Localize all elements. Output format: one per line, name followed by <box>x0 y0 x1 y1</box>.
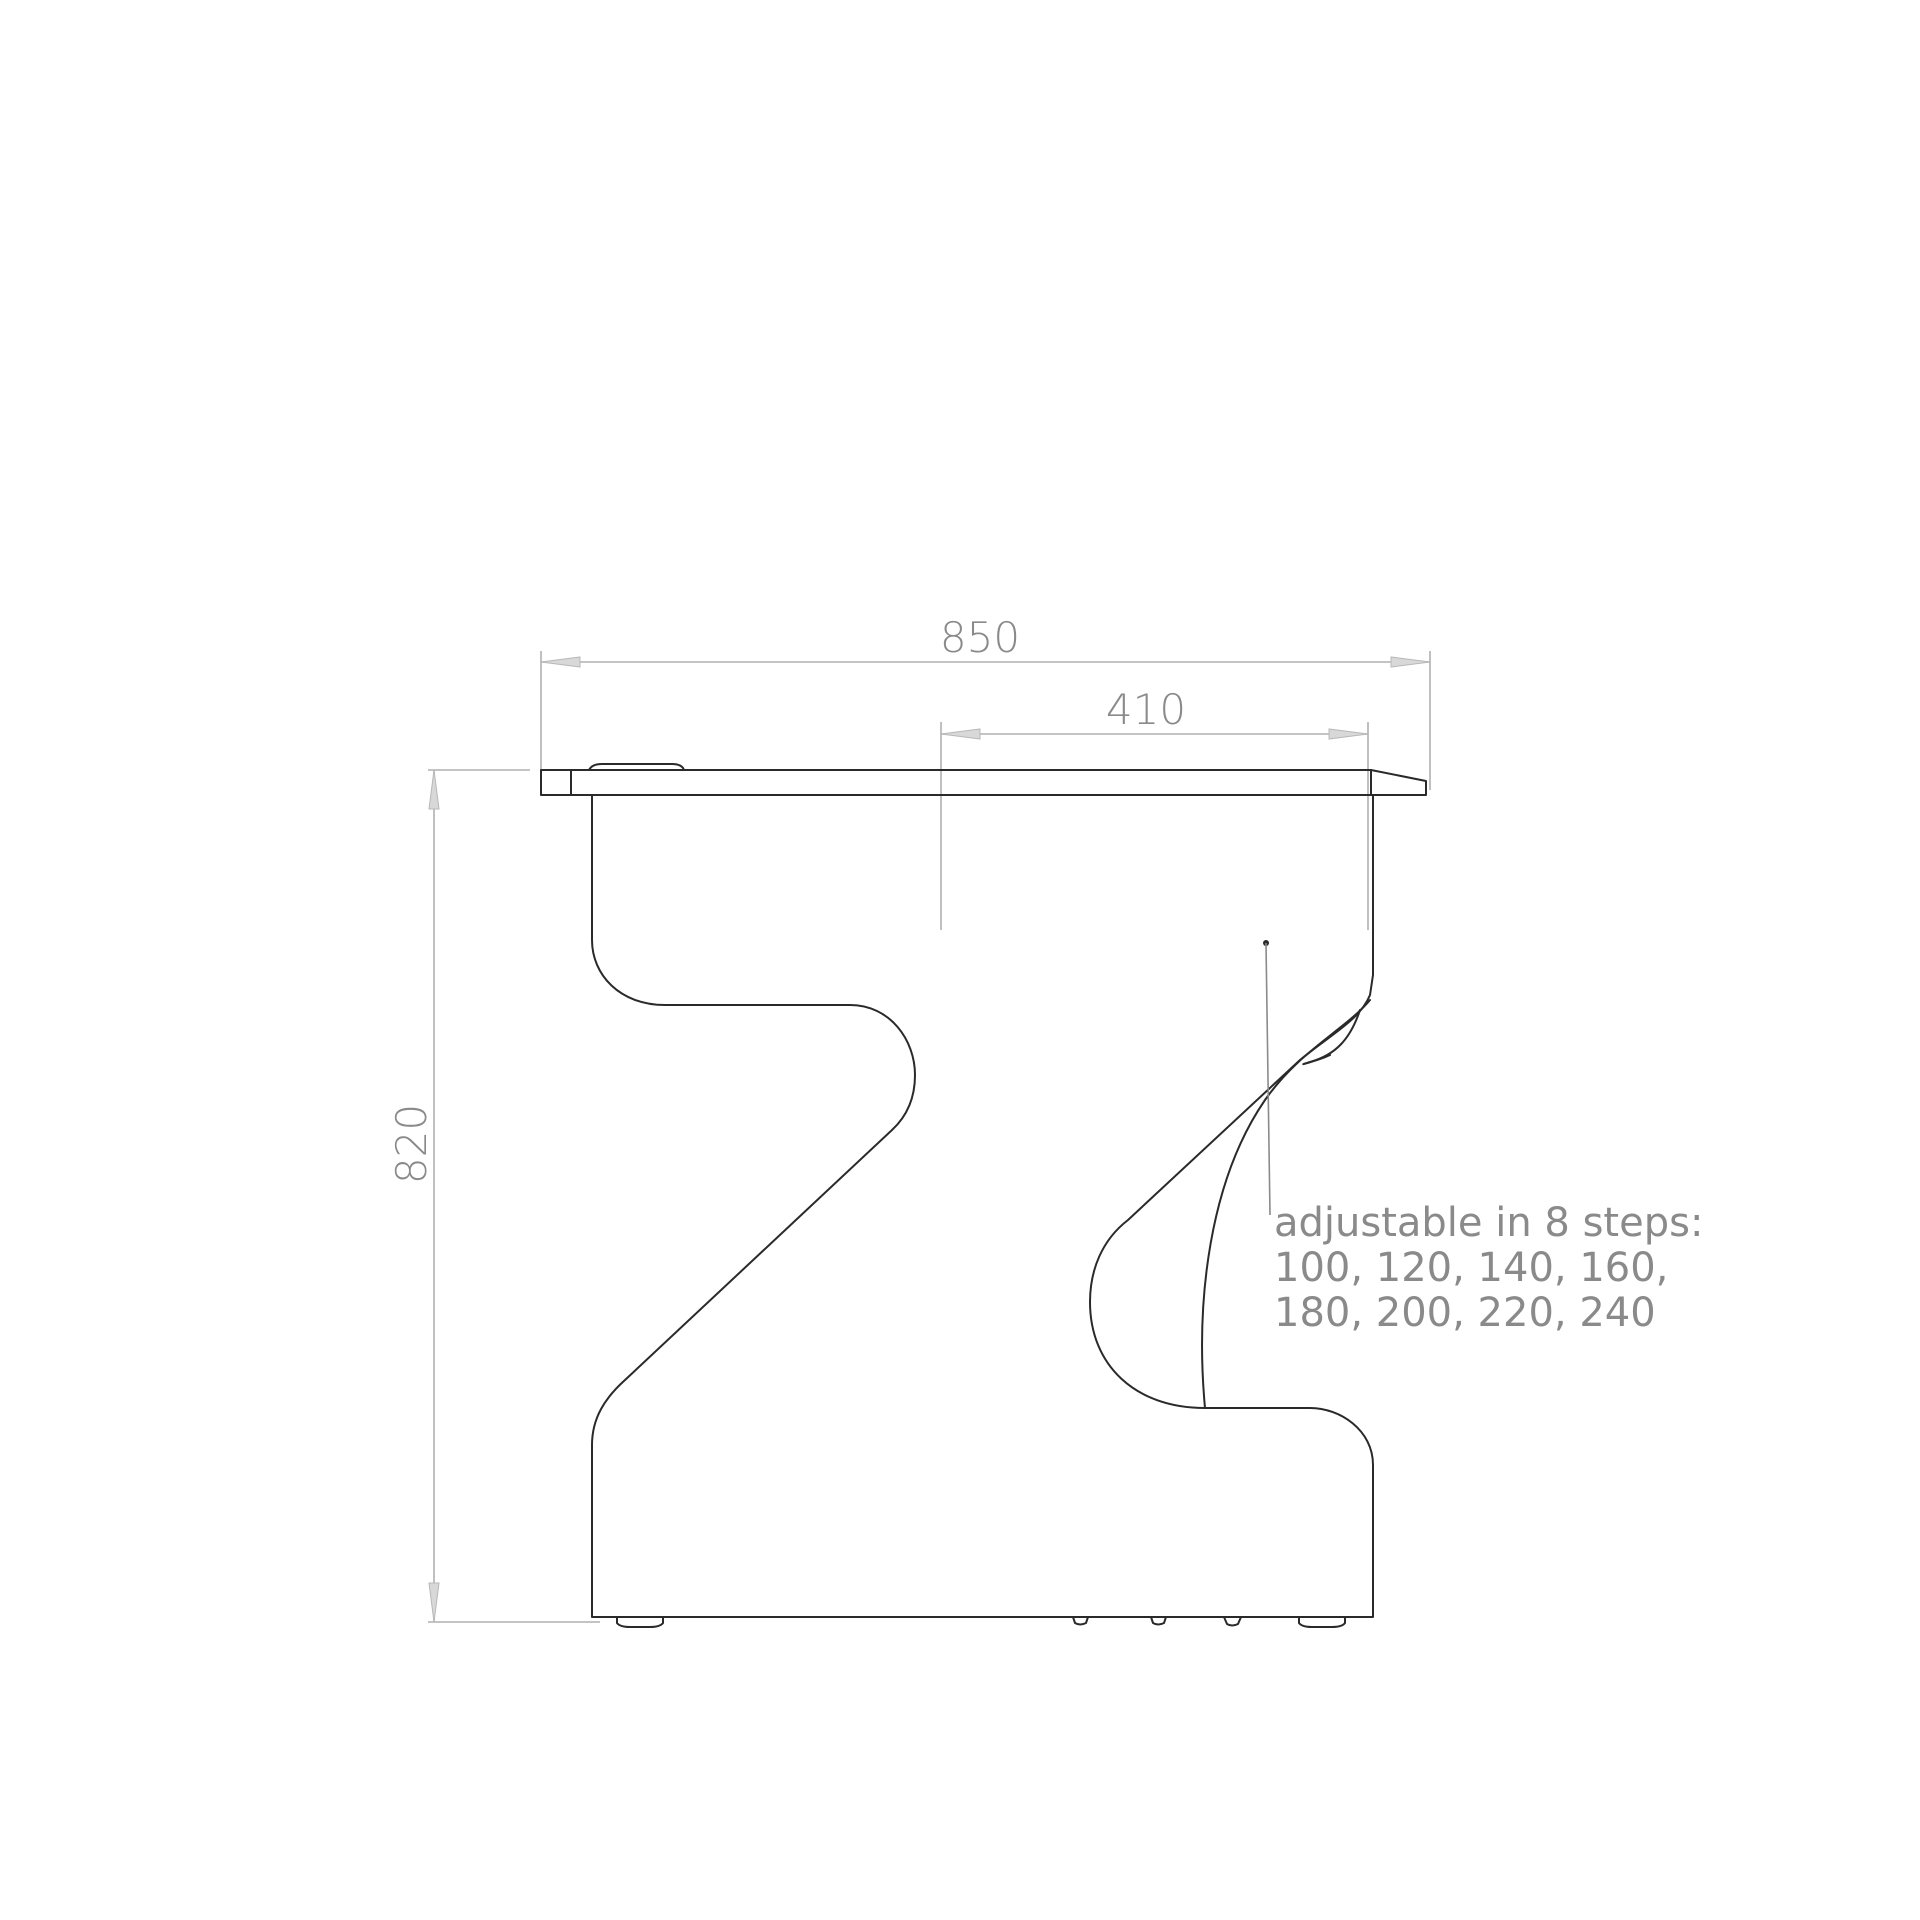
foot-mid-1 <box>1072 1616 1089 1626</box>
z-shaped-base <box>591 794 1374 1618</box>
arrow-left-410 <box>940 728 981 740</box>
foot-right <box>1298 1616 1346 1628</box>
base-adjuster-bulge <box>1302 1009 1361 1066</box>
base-outline <box>591 794 1374 1618</box>
dimension-height: 820 <box>387 769 600 1623</box>
table-top <box>540 763 1427 796</box>
note-leader <box>1263 940 1271 1216</box>
foot-left <box>616 1616 664 1628</box>
arrow-right-410 <box>1328 728 1369 740</box>
arrow-bottom-820 <box>428 1582 440 1623</box>
leader-line <box>1265 942 1271 1216</box>
dimension-overall-width: 850 <box>540 613 1431 790</box>
note-line-1: adjustable in 8 steps: <box>1274 1200 1703 1246</box>
note-line-3: 180, 200, 220, 240 <box>1274 1290 1656 1336</box>
dimension-label-820: 820 <box>387 1104 436 1184</box>
dimension-label-410: 410 <box>1106 685 1186 734</box>
foot-mid-3 <box>1223 1616 1242 1627</box>
table-top-grommet <box>588 763 685 771</box>
foot-mid-2 <box>1150 1616 1167 1626</box>
dimension-partial-width: 410 <box>940 685 1369 930</box>
arrow-top-820 <box>428 769 440 810</box>
base-feet <box>616 1616 1346 1628</box>
adjustability-note: adjustable in 8 steps: 100, 120, 140, 16… <box>1274 1200 1703 1336</box>
dimension-label-850: 850 <box>940 613 1020 662</box>
table-top-outline <box>540 769 1427 796</box>
arrow-right-850 <box>1390 656 1431 668</box>
base-inner-curve <box>1201 999 1371 1409</box>
arrow-left-850 <box>540 656 581 668</box>
note-line-2: 100, 120, 140, 160, <box>1274 1245 1668 1291</box>
